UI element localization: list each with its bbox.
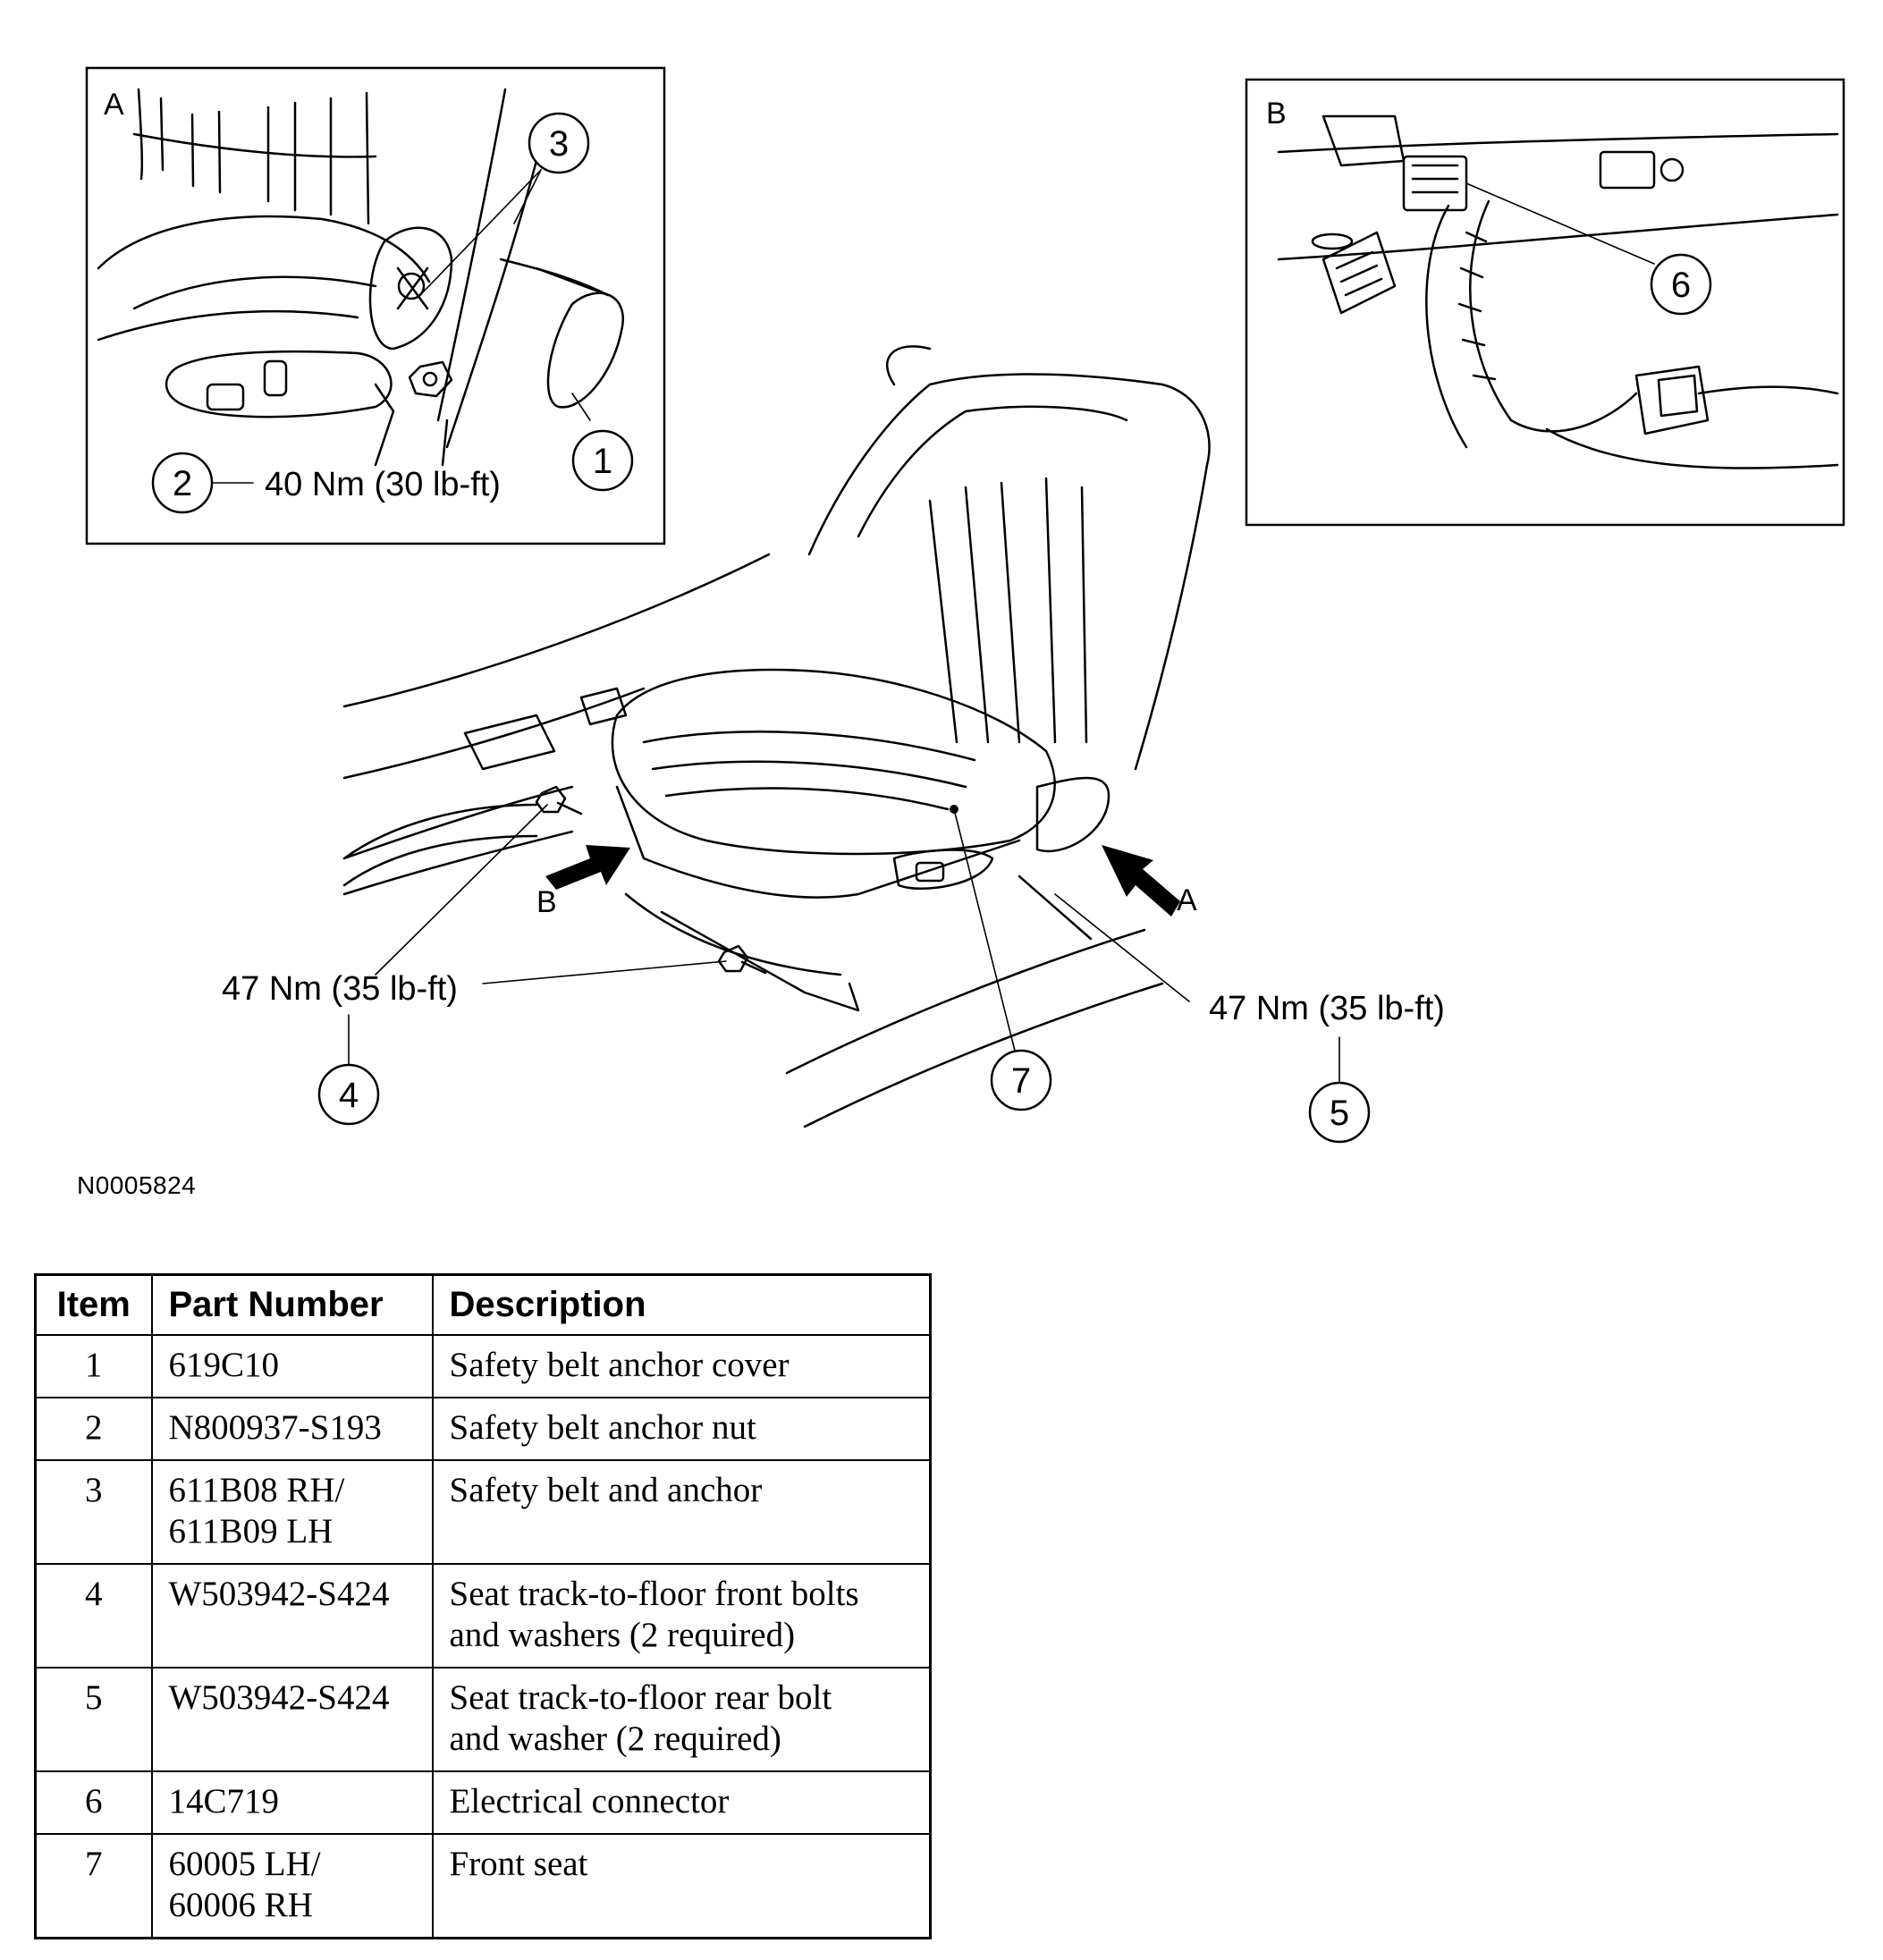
row-part-number: 60005 LH/ 60006 RH [150, 1833, 434, 1939]
part-line: 611B08 RH/ [168, 1471, 345, 1509]
row-item: 1 [34, 1334, 153, 1398]
row-description: Safety belt anchor cover [431, 1334, 932, 1398]
callout-2: 2 40 Nm (30 lb-ft) [151, 452, 501, 514]
desc-line: Electrical connector [449, 1782, 730, 1821]
desc-line: and washer (2 required) [449, 1719, 781, 1758]
row-part-number: N800937-S193 [150, 1397, 434, 1461]
callout-7: 7 [953, 808, 1052, 1111]
part-line: W503942-S424 [168, 1678, 390, 1717]
desc-line: Seat track-to-floor front bolts [449, 1575, 859, 1613]
row-item: 7 [34, 1833, 153, 1939]
row-description: Electrical connector [431, 1770, 932, 1835]
part-line: N800937-S193 [168, 1408, 382, 1447]
callout-4: 47 Nm (35 lb-ft) 4 [222, 804, 727, 1126]
inset-a-letter: A [104, 88, 124, 122]
row-item: 6 [34, 1770, 153, 1835]
callout-3-label: 3 [549, 124, 569, 164]
callout-1-label: 1 [593, 442, 612, 481]
table-row: 6 14C719 Electrical connector [34, 1770, 932, 1835]
header-description: Description [431, 1273, 932, 1336]
main-seat-view: B A 47 Nm (35 lb-ft) 4 7 47 Nm (35 lb-ft… [222, 345, 1445, 1144]
callout-5: 47 Nm (35 lb-ft) 5 [1054, 893, 1445, 1144]
callout-6-label: 6 [1671, 266, 1691, 305]
figure-id: N0005824 [77, 1171, 197, 1199]
callout-4-label: 4 [339, 1076, 359, 1115]
desc-line: and washers (2 required) [449, 1616, 796, 1654]
arrow-b: B [536, 845, 630, 919]
row-part-number: 619C10 [150, 1334, 434, 1398]
inset-b: B 6 [1245, 78, 1845, 527]
desc-line: Front seat [449, 1845, 588, 1883]
desc-line: Safety belt anchor cover [449, 1346, 790, 1384]
part-line: W503942-S424 [168, 1575, 390, 1613]
parts-table: Item Part Number Description 1 619C10 Sa… [34, 1273, 932, 1939]
callout-1: 1 [571, 393, 634, 492]
parts-table-header: Item Part Number Description [34, 1273, 932, 1336]
row-description: Seat track-to-floor front bolts and wash… [431, 1563, 932, 1669]
row-description: Front seat [431, 1833, 932, 1939]
desc-line: Seat track-to-floor rear bolt [449, 1678, 832, 1717]
table-row: 7 60005 LH/ 60006 RH Front seat [34, 1833, 932, 1939]
table-row: 5 W503942-S424 Seat track-to-floor rear … [34, 1667, 932, 1772]
desc-line: Safety belt and anchor [449, 1471, 763, 1509]
inset-b-letter: B [1266, 97, 1287, 131]
inset-a-seat-drawing [97, 88, 624, 467]
inset-b-harness-drawing [1277, 114, 1839, 469]
row-item: 3 [34, 1459, 153, 1565]
part-line: 619C10 [168, 1346, 280, 1384]
arrow-a: A [1102, 845, 1197, 917]
part-line: 60005 LH/ [168, 1845, 321, 1883]
arrow-b-letter: B [536, 885, 557, 919]
table-row: 4 W503942-S424 Seat track-to-floor front… [34, 1563, 932, 1669]
row-part-number: 611B08 RH/ 611B09 LH [150, 1459, 434, 1565]
row-item: 4 [34, 1563, 153, 1669]
row-part-number: W503942-S424 [150, 1563, 434, 1669]
header-item: Item [34, 1273, 153, 1336]
row-item: 5 [34, 1667, 153, 1772]
row-part-number: W503942-S424 [150, 1667, 434, 1772]
callout-7-label: 7 [1011, 1061, 1031, 1101]
callout-2-label: 2 [173, 464, 192, 503]
torque-item-2: 40 Nm (30 lb-ft) [265, 466, 501, 503]
arrow-a-letter: A [1177, 883, 1197, 917]
desc-line: Safety belt anchor nut [449, 1408, 756, 1447]
part-line: 60006 RH [168, 1886, 313, 1924]
row-item: 2 [34, 1397, 153, 1461]
table-row: 1 619C10 Safety belt anchor cover [34, 1334, 932, 1398]
row-description: Safety belt anchor nut [431, 1397, 932, 1461]
callout-6: 6 [1465, 182, 1712, 316]
inset-b-frame [1245, 78, 1845, 527]
row-description: Safety belt and anchor [431, 1459, 932, 1565]
header-part-number: Part Number [150, 1273, 434, 1336]
table-row: 3 611B08 RH/ 611B09 LH Safety belt and a… [34, 1459, 932, 1565]
seat-removal-illustration: A [85, 66, 1845, 1144]
inset-a: A [85, 66, 666, 545]
torque-item-5: 47 Nm (35 lb-ft) [1209, 990, 1445, 1027]
part-line: 14C719 [168, 1782, 280, 1821]
row-part-number: 14C719 [150, 1770, 434, 1835]
part-line: 611B09 LH [168, 1512, 334, 1550]
table-row: 2 N800937-S193 Safety belt anchor nut [34, 1397, 932, 1461]
callout-3: 3 [419, 112, 590, 296]
row-description: Seat track-to-floor rear bolt and washer… [431, 1667, 932, 1772]
callout-5-label: 5 [1330, 1094, 1349, 1133]
torque-item-4: 47 Nm (35 lb-ft) [222, 970, 458, 1008]
